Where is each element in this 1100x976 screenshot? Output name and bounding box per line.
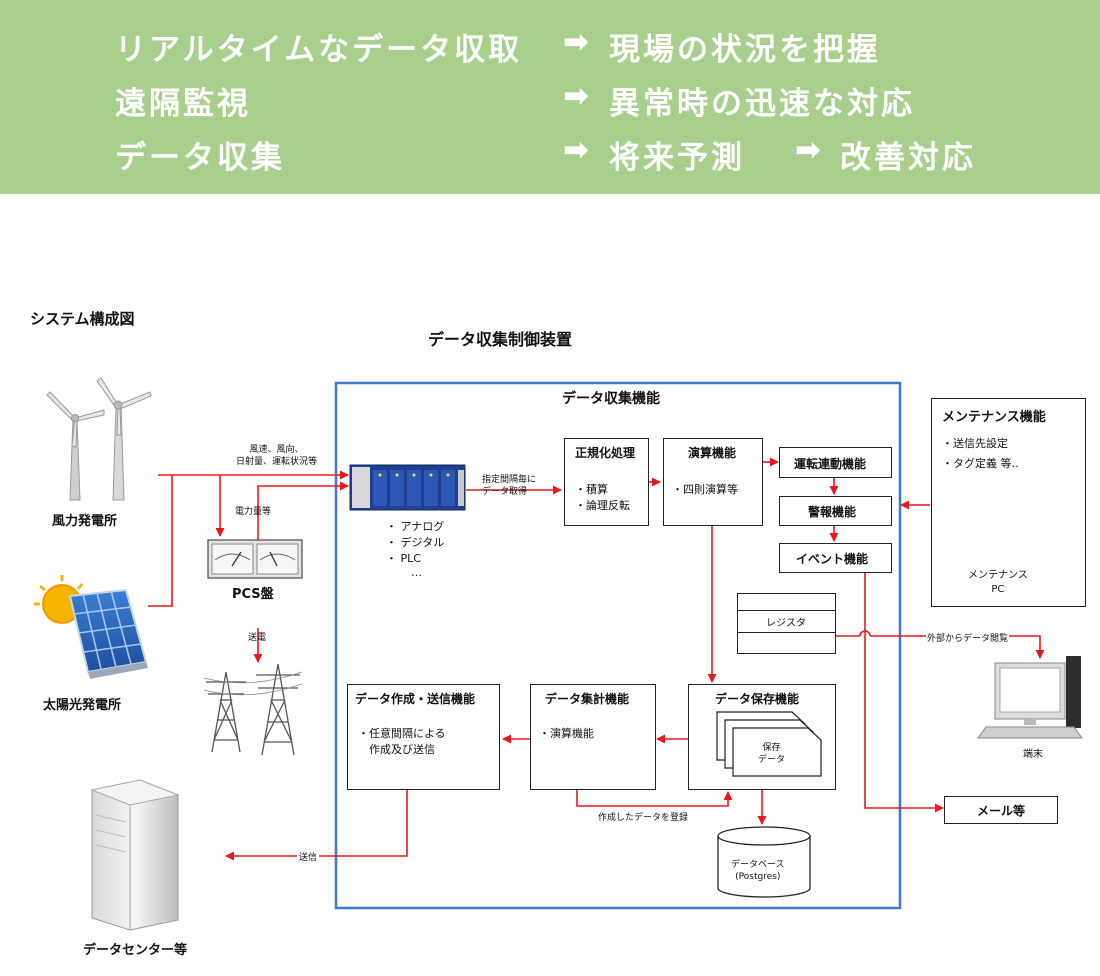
header-banner: リアルタイムなデータ収取 ➡ 現場の状況を把握 遠隔監視 ➡ 異常時の迅速な対応… [0, 0, 1100, 194]
plc-item-plc: ・ PLC [386, 552, 421, 565]
arrow-right-icon: ➡ [563, 132, 592, 168]
interval-note: 指定間隔毎に データ取得 [482, 475, 537, 497]
arrow-right-icon: ➡ [563, 78, 592, 114]
banner-row3-right-b: 改善対応 [840, 140, 976, 176]
stored-data-label: 保存 データ [758, 743, 786, 765]
arrow-right-icon: ➡ [563, 24, 592, 60]
create-send-item: 作成及び送信 [358, 743, 435, 756]
plc-item-digital: ・ デジタル [386, 536, 445, 549]
solar-panel-icon [34, 575, 148, 679]
transmission-label: 送電 [248, 633, 267, 643]
normalize-item: ・論理反転 [575, 499, 630, 512]
register-note-label: 作成したデータを登録 [598, 813, 689, 823]
banner-row2-right: 異常時の迅速な対応 [609, 86, 915, 122]
calculation-item: ・四則演算等 [672, 483, 738, 496]
maintenance-title: メンテナンス機能 [942, 410, 1046, 425]
send-label: 送信 [297, 850, 320, 863]
normalize-box: 正規化処理 ・積算 ・論理反転 [564, 438, 649, 526]
plc-item-analog: ・ アナログ [386, 520, 445, 533]
register-label: レジスタ [766, 618, 806, 629]
alarm-label: 警報機能 [808, 505, 857, 519]
plc-item-more: … [411, 566, 422, 579]
wind-inputs-label: 風速、風向、 日射量、運転状況等 [236, 445, 318, 467]
section-title: システム構成図 [30, 310, 135, 328]
maintenance-item: ・タグ定義 等‥ [942, 457, 1019, 470]
terminal-pc-icon [977, 656, 1083, 739]
linked-operation-label: 運転連動機能 [794, 457, 867, 471]
solar-plant-label: 太陽光発電所 [43, 698, 122, 713]
aggregate-box: データ集計機能 ・演算機能 [530, 684, 656, 790]
banner-row1-right: 現場の状況を把握 [609, 32, 881, 68]
event-box: イベント機能 [779, 543, 892, 573]
arrow-right-icon: ➡ [795, 132, 824, 168]
create-send-box: データ作成・送信機能 ・任意間隔による 作成及び送信 [347, 684, 500, 790]
external-view-label: 外部からデータ閲覧 [926, 631, 1010, 644]
mail-box: メール等 [944, 796, 1058, 824]
create-send-title: データ作成・送信機能 [355, 692, 476, 706]
banner-row3-left: データ収集 [115, 140, 285, 176]
device-frame [334, 381, 902, 910]
maintenance-pc-label: メンテナンス PC [968, 570, 1028, 595]
maintenance-item: ・送信先設定 [942, 437, 1008, 450]
storage-title: データ保存機能 [715, 692, 800, 706]
data-center-label: データセンター等 [83, 943, 188, 958]
wind-turbine-icon [46, 377, 152, 501]
register-box: レジスタ [737, 593, 836, 654]
terminal-label: 端末 [1023, 749, 1043, 760]
function-title: データ収集機能 [562, 391, 660, 407]
saved-data-stack-icon [716, 711, 822, 777]
aggregate-item: ・演算機能 [539, 727, 594, 740]
power-amount-label: 電力量等 [235, 507, 272, 517]
aggregate-title: データ集計機能 [545, 692, 630, 706]
banner-row1-left: リアルタイムなデータ収取 [115, 32, 523, 68]
create-send-item: ・任意間隔による [358, 727, 446, 740]
maintenance-panel: メンテナンス機能 ・送信先設定 ・タグ定義 等‥ メンテナンス PC [931, 398, 1086, 607]
plc-unit-icon [349, 464, 466, 511]
database-icon [717, 826, 811, 898]
wind-plant-label: 風力発電所 [52, 514, 118, 529]
device-title: データ収集制御装置 [428, 330, 573, 349]
transmission-tower-icon [203, 663, 303, 756]
normalize-item: ・積算 [575, 483, 608, 496]
event-label: イベント機能 [796, 552, 869, 566]
normalize-title: 正規化処理 [575, 446, 636, 460]
calculation-title: 演算機能 [688, 446, 737, 460]
database-label: データベース (Postgres) [731, 860, 785, 882]
calculation-box: 演算機能 ・四則演算等 [663, 438, 763, 526]
banner-row2-left: 遠隔監視 [115, 86, 251, 122]
pcs-label: PCS盤 [232, 587, 274, 602]
pcs-meter-icon [207, 539, 303, 579]
banner-row3-right-a: 将来予測 [609, 140, 745, 176]
storage-box: データ保存機能 [688, 684, 836, 790]
alarm-box: 警報機能 [779, 496, 892, 526]
mail-label: メール等 [977, 804, 1026, 818]
server-icon [90, 779, 180, 931]
linked-operation-box: 運転連動機能 [779, 447, 892, 478]
